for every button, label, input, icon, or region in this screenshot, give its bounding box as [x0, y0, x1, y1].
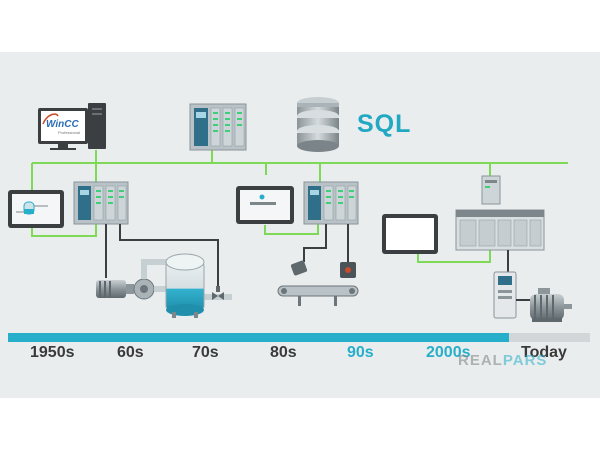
timeline-label: 80s	[270, 344, 297, 361]
timeline-progress	[8, 333, 509, 342]
scada-logo-subtext: Professional	[58, 130, 80, 135]
hmi-panel-middle	[236, 186, 294, 224]
conveyor	[277, 285, 359, 306]
brand-part-2: PARS	[502, 352, 548, 369]
timeline-label: 1950s	[30, 344, 75, 361]
plc-left	[73, 181, 129, 225]
storage-tank	[165, 253, 205, 318]
field-wiring-middle	[303, 224, 349, 262]
central-plc	[189, 103, 247, 151]
brand-part-1: REAL	[458, 352, 503, 369]
photo-sensor	[340, 262, 356, 278]
scada-pc: WinCC Professional	[38, 103, 106, 150]
field-wiring-left	[105, 224, 219, 288]
timeline-label: 70s	[192, 344, 219, 361]
brand-watermark: REALPARS	[458, 352, 547, 369]
timeline-label: 2000s	[426, 344, 471, 361]
pump-motor	[96, 278, 155, 300]
timeline-bar	[8, 333, 590, 342]
database-label: SQL	[357, 110, 412, 138]
gateway-module	[481, 175, 501, 205]
modern-plc-rack	[455, 209, 545, 251]
electric-motor	[530, 288, 572, 322]
timeline-label: 90s	[347, 344, 374, 361]
plc-middle	[303, 181, 359, 225]
valve	[212, 286, 224, 300]
timeline-label: Today	[521, 344, 567, 361]
timeline-label: 60s	[117, 344, 144, 361]
scada-logo-text: WinCC	[46, 119, 79, 130]
touch-panel-right	[382, 214, 438, 254]
proximity-sensor	[290, 260, 308, 276]
database-icon	[297, 97, 339, 152]
variable-frequency-drive	[493, 271, 517, 319]
hmi-panel-left	[8, 190, 64, 228]
